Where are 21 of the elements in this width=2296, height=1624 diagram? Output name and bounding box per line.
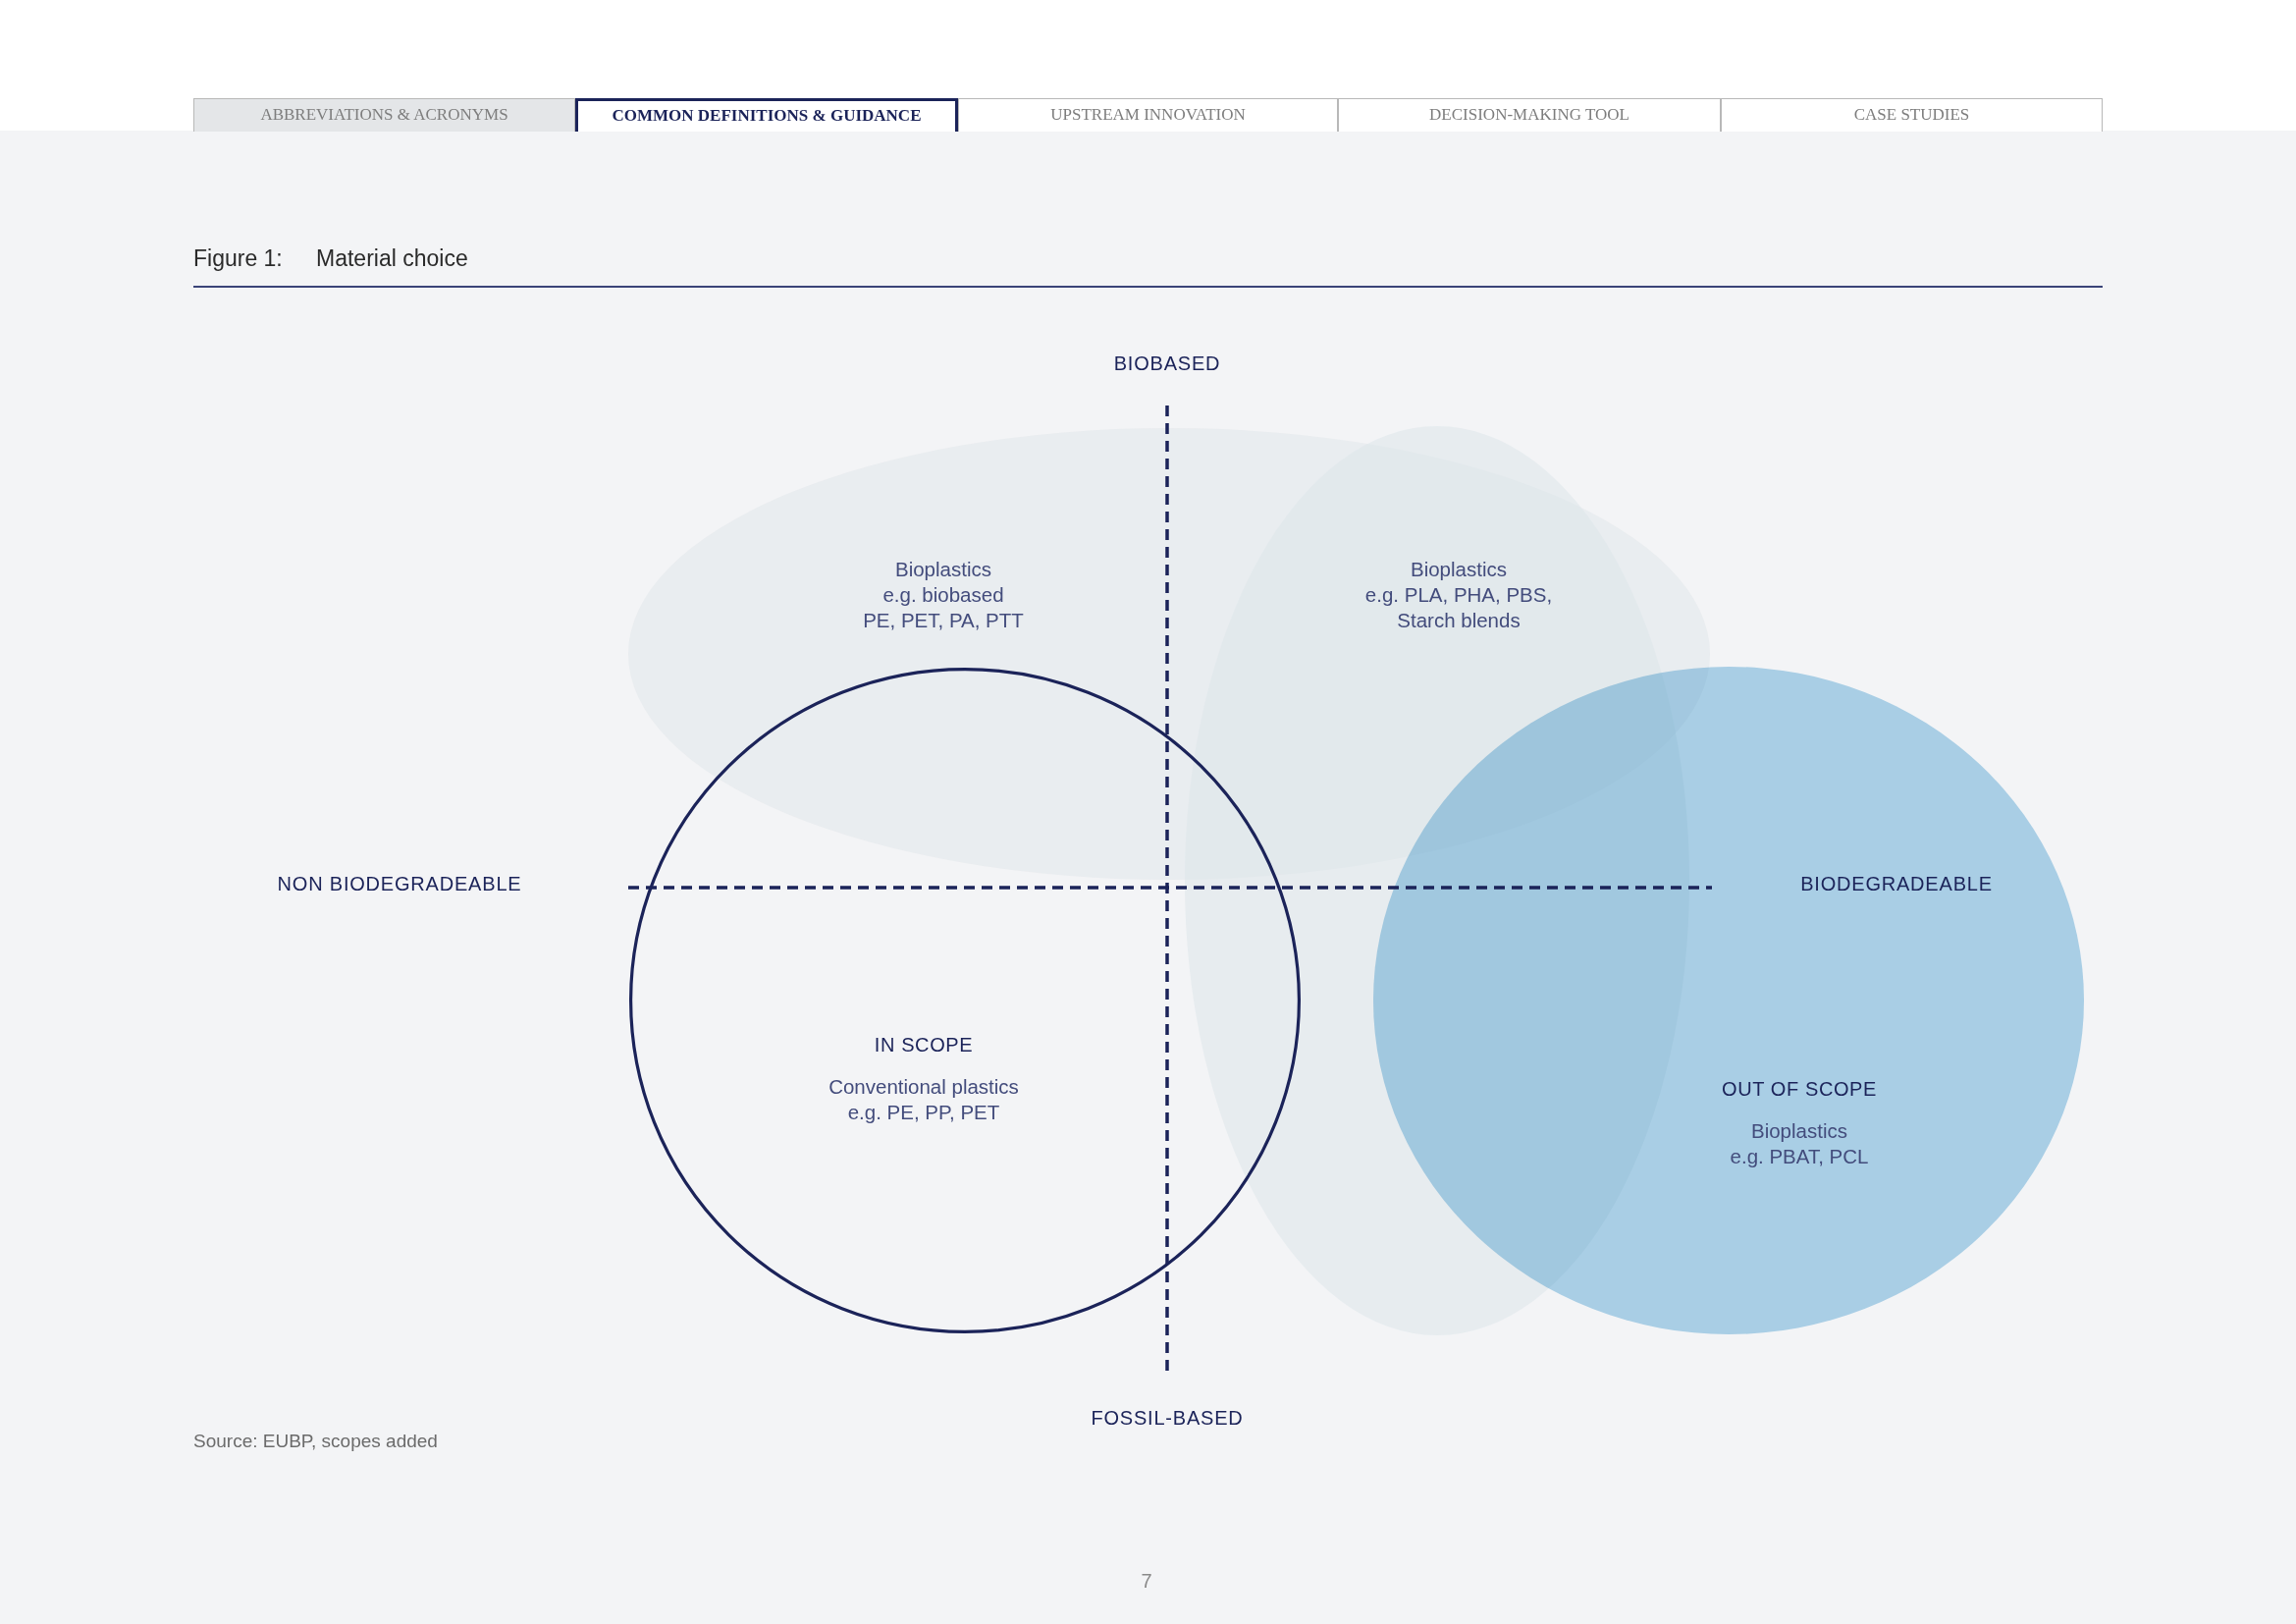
source-note: Source: EUBP, scopes added <box>193 1431 438 1452</box>
scope-circle <box>629 668 1301 1333</box>
axis-label: NON BIODEGRADEABLE <box>277 872 522 895</box>
axis-label: FOSSIL-BASED <box>1091 1406 1244 1430</box>
page-number: 7 <box>1141 1569 1152 1593</box>
scope-description: Bioplastics e.g. PBAT, PCL <box>1730 1118 1869 1169</box>
nav-tab: ABBREVIATIONS & ACRONYMS <box>193 98 575 132</box>
scope-circle <box>1373 667 2084 1334</box>
figure-number: Figure 1: <box>193 244 283 272</box>
nav-tab: CASE STUDIES <box>1721 98 2103 132</box>
scope-heading: OUT OF SCOPE <box>1722 1077 1877 1101</box>
nav-tab: UPSTREAM INNOVATION <box>958 98 1338 132</box>
category-text: Bioplastics e.g. biobased PE, PET, PA, PTT <box>863 557 1024 633</box>
axis-label: BIOBASED <box>1113 352 1221 375</box>
scope-heading: IN SCOPE <box>874 1033 974 1056</box>
scope-description: Conventional plastics e.g. PE, PP, PET <box>828 1074 1019 1125</box>
nav-tab: COMMON DEFINITIONS & GUIDANCE <box>575 98 958 132</box>
axis-label: BIODEGRADEABLE <box>1800 872 1993 895</box>
figure-title: Material choice <box>316 244 468 272</box>
category-text: Bioplastics e.g. PLA, PHA, PBS, Starch blends <box>1364 557 1553 633</box>
nav-tab: DECISION-MAKING TOOL <box>1338 98 1721 132</box>
